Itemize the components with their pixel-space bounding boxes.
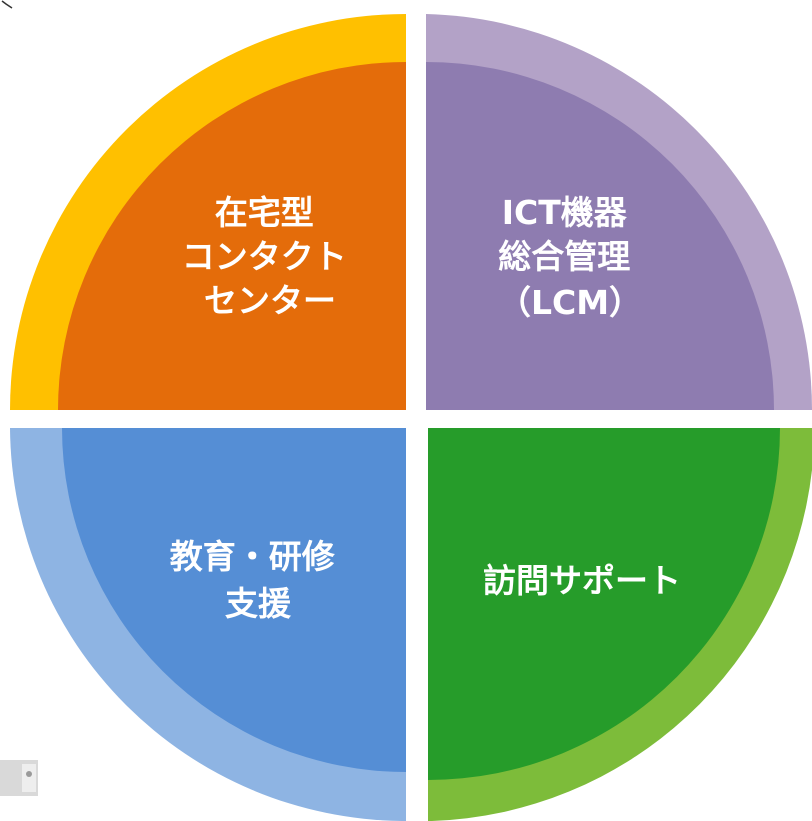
quadrant-top-left-inner-segment	[58, 62, 406, 410]
quadrant-bottom-right-inner-segment	[428, 428, 780, 780]
quadrant-top-left-label: 在宅型 コンタクト センター	[182, 193, 359, 320]
quadrant-bottom-right-label: 訪問サポート	[483, 561, 681, 600]
quadrant-top-right: ICT機器 総合管理 （LCM）	[426, 14, 812, 410]
quadrant-bottom-left-inner-segment	[62, 428, 406, 772]
quadrant-top-right-label: ICT機器 総合管理 （LCM）	[498, 193, 642, 322]
quadrant-top-left: 在宅型 コンタクト センター	[10, 14, 406, 410]
quadrant-bottom-right: 訪問サポート	[428, 428, 812, 821]
quadrant-bottom-left: 教育・研修 支援	[10, 428, 406, 821]
quadrant-bottom-left-label: 教育・研修 支援	[170, 537, 347, 623]
quadrant-top-right-inner-segment	[426, 62, 774, 410]
